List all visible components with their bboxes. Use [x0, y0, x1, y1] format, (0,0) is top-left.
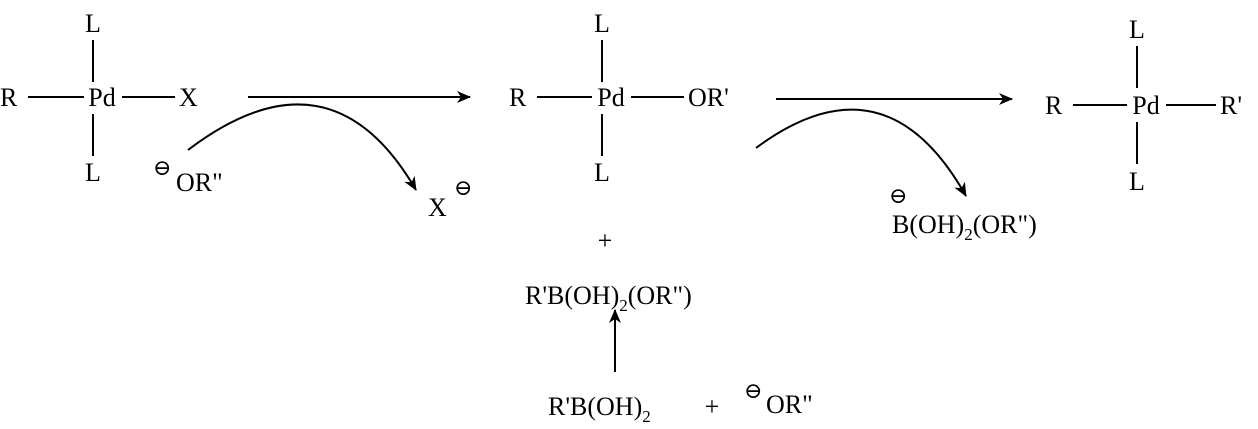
step1-incoming-base: ⊖ OR" — [153, 155, 223, 197]
reactant-ligand-bottom: L — [85, 158, 101, 187]
incoming-base-label: OR" — [176, 168, 223, 197]
reactant-right-group: X — [179, 83, 198, 112]
activation-plus-sign: + — [705, 392, 720, 421]
product-left-group: R — [1045, 91, 1063, 120]
curved-arrow-1 — [187, 103, 417, 191]
negative-charge-icon: ⊖ — [454, 175, 472, 200]
negative-charge-icon: ⊖ — [744, 378, 762, 403]
intermediate-metal: Pd — [597, 83, 624, 112]
reactant-ligand-top: L — [85, 9, 101, 38]
reactant-metal: Pd — [88, 83, 115, 112]
product-ligand-bottom: L — [1129, 167, 1145, 196]
boronic-acid-label: R'B(OH)2 — [548, 392, 651, 426]
plus-sign: + — [598, 226, 613, 255]
activation-base-label: OR" — [766, 390, 813, 419]
product-metal: Pd — [1132, 91, 1159, 120]
intermediate-left-group: R — [509, 83, 527, 112]
negative-charge-icon: ⊖ — [153, 155, 171, 180]
step1-leaving-group: X ⊖ — [428, 175, 472, 222]
intermediate-ligand-bottom: L — [594, 158, 610, 187]
leaving-halide-label: X — [428, 193, 447, 222]
step2-leaving-group: ⊖ B(OH)2(OR") — [889, 183, 1037, 244]
intermediate-complex: L R Pd OR' L — [509, 9, 729, 187]
product-ligand-top: L — [1129, 15, 1145, 44]
negative-charge-icon: ⊖ — [889, 183, 907, 208]
intermediate-ligand-top: L — [594, 9, 610, 38]
intermediate-right-group: OR' — [688, 83, 729, 112]
curved-arrow-2 — [755, 108, 967, 197]
product-right-group: R' — [1220, 91, 1242, 120]
reactant-left-group: R — [0, 83, 18, 112]
reactant-complex: L R Pd X L — [0, 9, 198, 187]
product-complex: L R Pd R' L — [1045, 15, 1242, 196]
boronate-complex-label: R'B(OH)2(OR") — [525, 281, 692, 315]
activation-reactants: R'B(OH)2 + ⊖ OR" — [548, 378, 813, 426]
leaving-borate-label: B(OH)2(OR") — [892, 210, 1037, 244]
